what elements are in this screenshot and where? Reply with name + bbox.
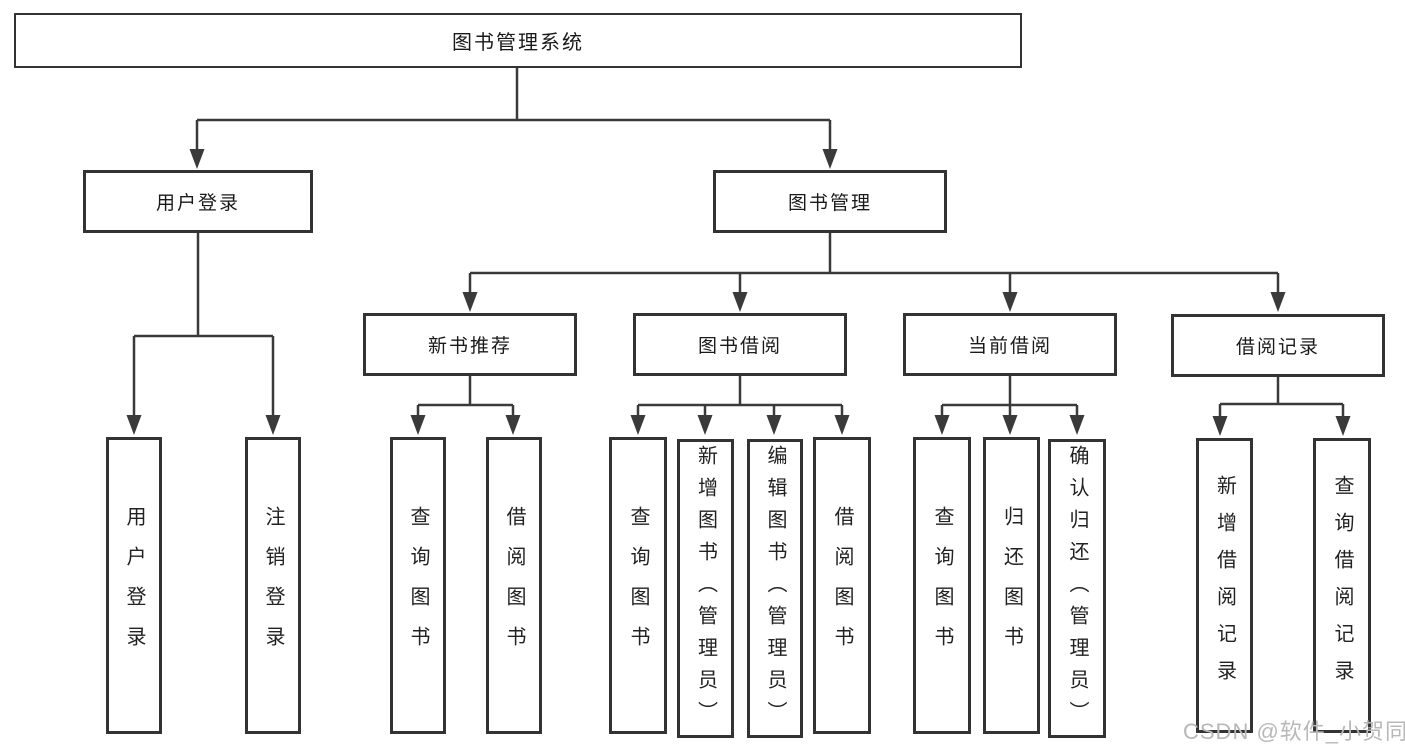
node-book-management: 图书管理 <box>713 170 947 233</box>
node-leaf-logout: 注销登录 <box>245 437 301 734</box>
node-leaf-cb-query-books: 查询图书 <box>913 437 971 734</box>
node-current-borrowing: 当前借阅 <box>903 313 1117 376</box>
node-leaf-cb-return-books-label: 归还图书 <box>1000 505 1023 666</box>
node-leaf-bb-add-books-admin: 新增图书（管理员） <box>677 439 734 738</box>
node-leaf-bb-query-books-label: 查询图书 <box>627 505 649 666</box>
node-root-library-management-system: 图书管理系统 <box>14 13 1022 68</box>
node-new-book-recommend: 新书推荐 <box>363 313 577 376</box>
node-leaf-br-add-record-label: 新增借阅记录 <box>1213 474 1236 697</box>
node-leaf-bb-add-books-admin-label: 新增图书（管理员） <box>694 444 717 733</box>
node-leaf-nbr-borrow-books: 借阅图书 <box>486 437 542 734</box>
node-leaf-br-add-record: 新增借阅记录 <box>1196 438 1253 733</box>
node-leaf-bb-query-books: 查询图书 <box>609 437 667 734</box>
node-borrowing-records: 借阅记录 <box>1171 314 1385 377</box>
node-leaf-logout-label: 注销登录 <box>262 505 284 666</box>
node-leaf-bb-borrow-books-label: 借阅图书 <box>831 505 853 666</box>
node-user-login: 用户登录 <box>83 170 313 233</box>
node-leaf-nbr-borrow-books-label: 借阅图书 <box>503 505 525 666</box>
node-leaf-br-query-record: 查询借阅记录 <box>1313 438 1371 733</box>
node-leaf-cb-confirm-return-admin-label: 确认归还（管理员） <box>1066 444 1088 733</box>
node-book-borrowing: 图书借阅 <box>633 313 847 376</box>
node-leaf-user-login-label: 用户登录 <box>123 505 145 666</box>
node-leaf-user-login: 用户登录 <box>106 437 162 734</box>
node-leaf-br-query-record-label: 查询借阅记录 <box>1331 474 1353 697</box>
node-leaf-cb-return-books: 归还图书 <box>983 437 1040 734</box>
node-leaf-bb-edit-books-admin: 编辑图书（管理员） <box>747 439 803 738</box>
node-leaf-cb-confirm-return-admin: 确认归还（管理员） <box>1048 439 1106 738</box>
node-leaf-bb-edit-books-admin-label: 编辑图书（管理员） <box>764 444 786 733</box>
node-leaf-nbr-query-books-label: 查询图书 <box>407 505 429 666</box>
csdn-watermark: CSDN @软件_小贺同学 <box>1183 719 1405 744</box>
node-leaf-bb-borrow-books: 借阅图书 <box>813 437 871 734</box>
node-leaf-nbr-query-books: 查询图书 <box>390 437 446 734</box>
node-leaf-cb-query-books-label: 查询图书 <box>931 505 953 666</box>
